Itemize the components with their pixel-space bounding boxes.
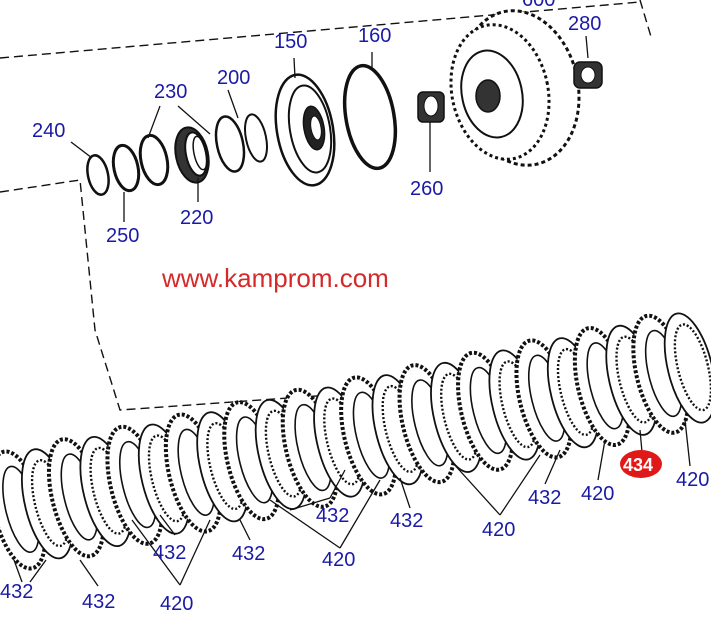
seal-ring-160 xyxy=(342,63,398,171)
watermark-text: www.kamprom.com xyxy=(161,263,389,293)
leader-lines-upper xyxy=(70,35,589,222)
piston-150 xyxy=(274,73,336,187)
dashed-boundary xyxy=(0,0,653,411)
bearing-280 xyxy=(573,61,603,89)
label-420-mid-right: 420 xyxy=(581,483,614,505)
highlight-marker xyxy=(620,450,662,478)
label-280: 280 xyxy=(568,13,601,35)
friction-disc xyxy=(663,312,711,424)
label-420-lower-left: 420 xyxy=(160,593,193,615)
label-250: 250 xyxy=(106,225,139,247)
label-160: 160 xyxy=(358,25,391,47)
label-600: 600 xyxy=(522,0,555,11)
clutch-drum-600 xyxy=(449,9,581,167)
label-420-right: 420 xyxy=(676,469,709,491)
label-240: 240 xyxy=(32,120,65,142)
label-432-right: 432 xyxy=(528,487,561,509)
ring-230 xyxy=(138,133,170,187)
label-420-center: 420 xyxy=(482,519,515,541)
ring-240 xyxy=(86,154,110,196)
leader-lines-lower xyxy=(13,419,691,587)
label-432-lower-left: 432 xyxy=(82,591,115,613)
ring-250 xyxy=(111,143,141,193)
label-150: 150 xyxy=(274,31,307,53)
label-230: 230 xyxy=(154,81,187,103)
label-432-center-left: 432 xyxy=(316,505,349,527)
bushing-260 xyxy=(417,91,445,123)
label-260: 260 xyxy=(410,178,443,200)
label-434: 434 xyxy=(623,455,653,475)
part-labels: 600 280 150 160 230 200 240 250 220 260 … xyxy=(0,0,709,615)
label-432-center: 432 xyxy=(390,510,423,532)
label-200: 200 xyxy=(217,67,250,89)
ring-200 xyxy=(214,113,268,173)
label-420-left-mid: 420 xyxy=(322,549,355,571)
label-432-left: 432 xyxy=(153,542,186,564)
bearing-220 xyxy=(174,126,210,184)
label-432-left-mid: 432 xyxy=(232,543,265,565)
label-220: 220 xyxy=(180,207,213,229)
clutch-disc-pack xyxy=(0,312,711,571)
label-432-far-left: 432 xyxy=(0,581,33,603)
